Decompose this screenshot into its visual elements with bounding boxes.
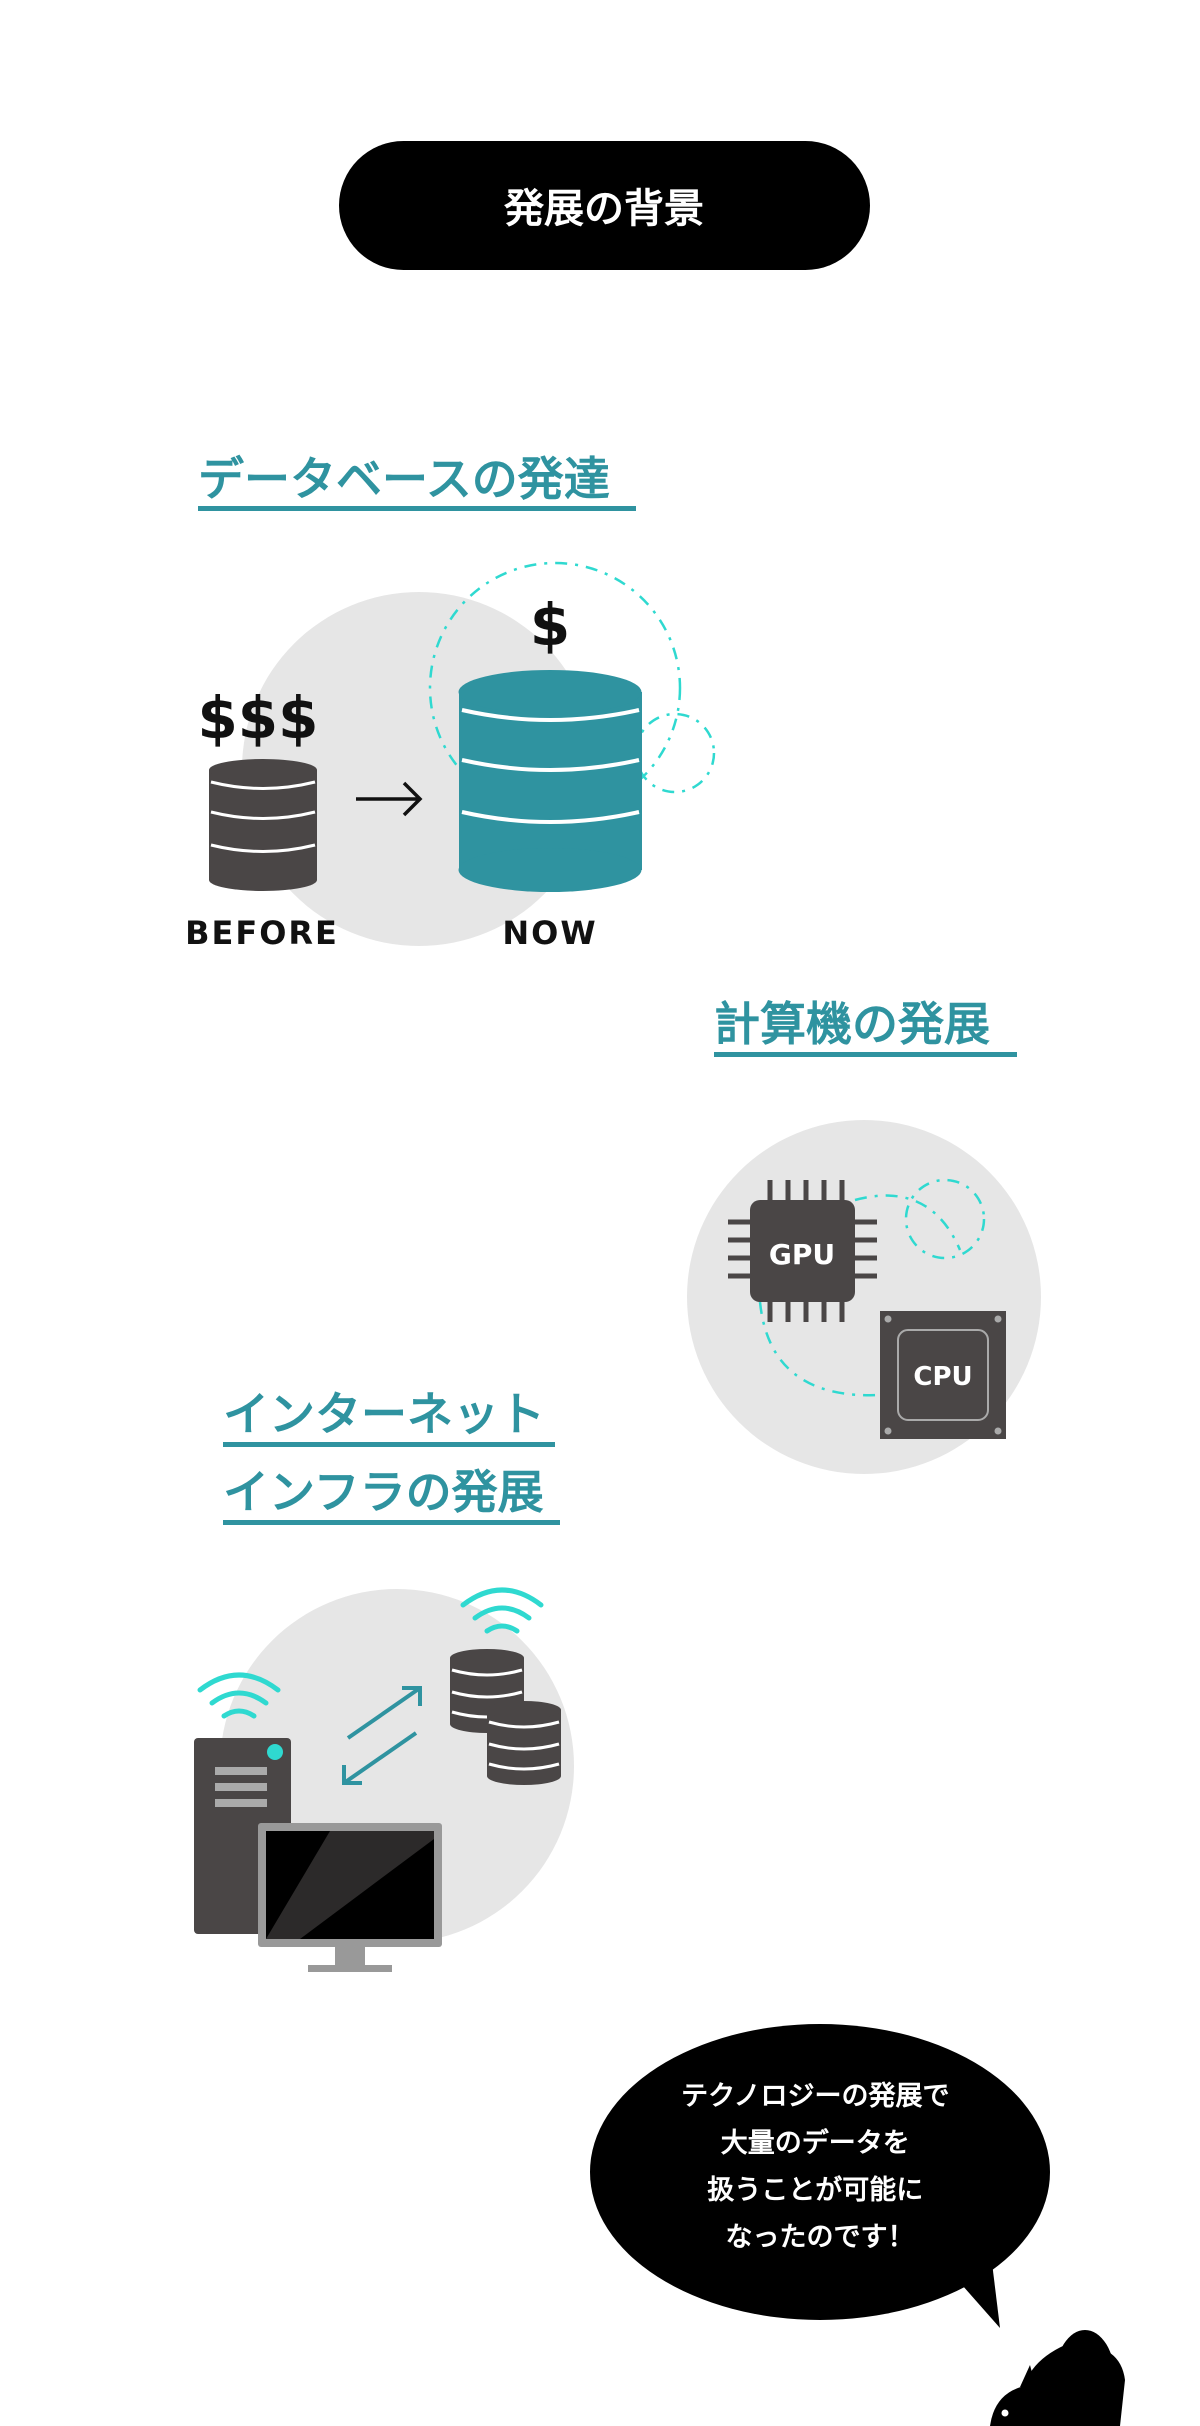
large-database-icon <box>458 670 642 892</box>
now-cost: $ <box>530 591 570 659</box>
speech-line-4: なったのです！ <box>726 2222 915 2253</box>
title-underline <box>223 1520 560 1525</box>
database-title: データベースの発達 <box>198 452 610 506</box>
gpu-chip-icon: GPU <box>728 1180 877 1322</box>
speech-line-3: 扱うことが可能に <box>707 2174 923 2206</box>
cpu-label: CPU <box>913 1362 972 1392</box>
title-underline <box>198 506 636 511</box>
svg-text:テクノロジーの発展で 大量のデータを: テクノロジーの発展で 大量のデータを 扱うことが可能に なったのです！ <box>681 2081 959 2253</box>
small-database-icon <box>209 759 317 891</box>
internet-title-line2: インフラの発展 <box>223 1465 544 1519</box>
header-title: 発展の背景 <box>504 186 704 232</box>
arrow-right-icon <box>356 781 423 817</box>
speech-line-1: テクノロジーの発展で <box>681 2081 949 2112</box>
character-mascot-icon <box>990 2330 1125 2426</box>
now-label: NOW <box>502 914 597 952</box>
internet-section: インターネット インフラの発展 <box>194 1387 574 1972</box>
title-underline <box>714 1052 1017 1057</box>
database-stack-icon <box>450 1649 561 1785</box>
before-cost: $$$ <box>197 684 318 752</box>
wifi-icon <box>460 1587 544 1634</box>
database-section: データベースの発達 $$$ $ BEFORE NOW <box>185 452 716 952</box>
wifi-icon <box>197 1672 281 1719</box>
before-label: BEFORE <box>185 914 339 952</box>
header-pill: 発展の背景 <box>339 141 870 270</box>
monitor-icon <box>258 1823 442 1972</box>
internet-title-line1: インターネット <box>223 1387 545 1441</box>
exchange-arrows-icon <box>342 1686 422 1785</box>
gpu-label: GPU <box>769 1238 835 1271</box>
cpu-chip-icon: CPU <box>880 1311 1006 1439</box>
title-underline <box>223 1442 555 1447</box>
compute-title: 計算機の発展 <box>714 997 990 1051</box>
speech-bubble: テクノロジーの発展で 大量のデータを 扱うことが可能に なったのです！ <box>590 2024 1050 2328</box>
speech-line-2: 大量のデータを <box>721 2127 910 2159</box>
compute-section: 計算機の発展 GPU CPU <box>687 997 1041 1474</box>
dashed-lines-decoration <box>758 1178 986 1397</box>
